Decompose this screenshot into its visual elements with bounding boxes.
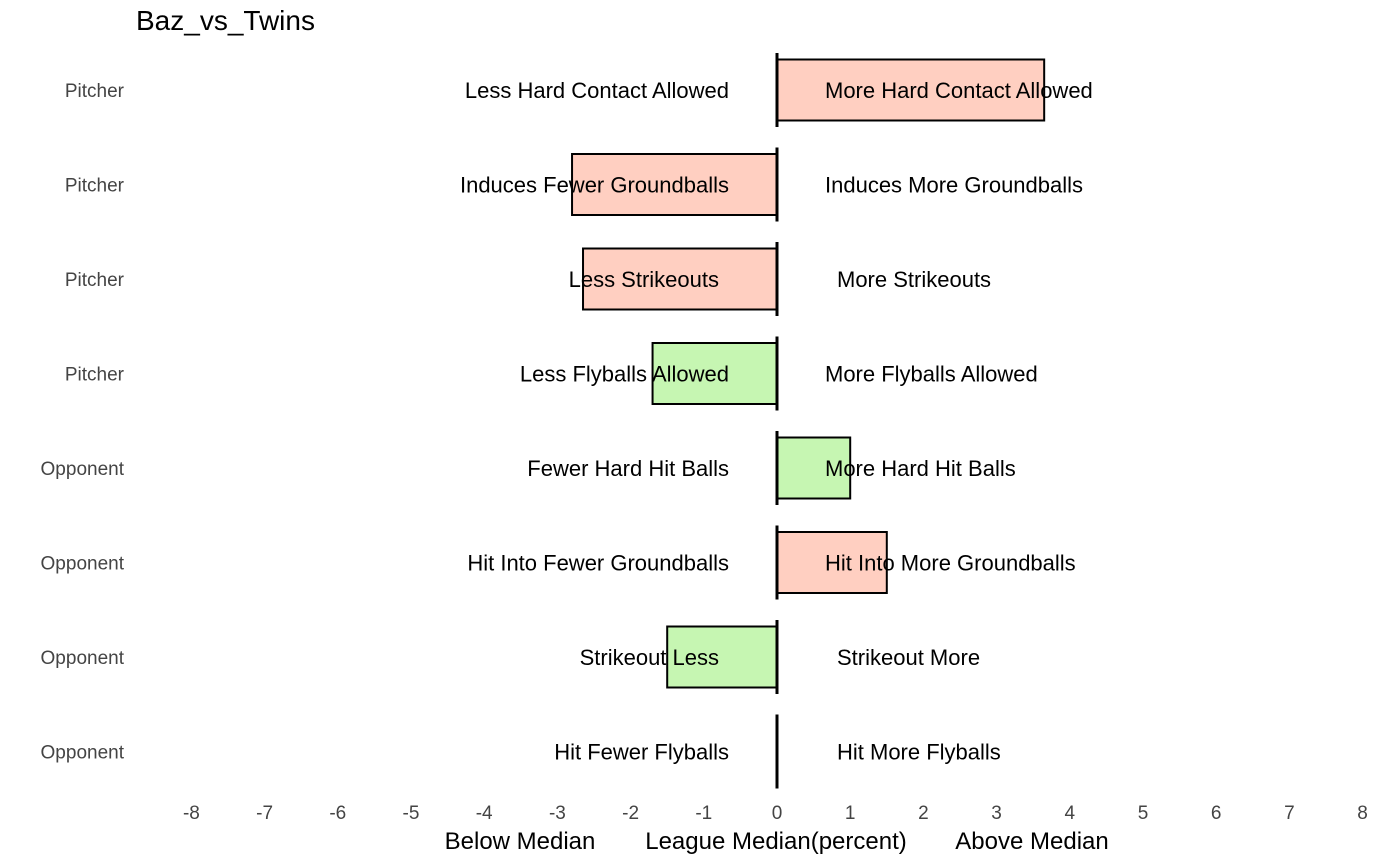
bar (776, 58, 1046, 122)
x-tick-label: 2 (918, 803, 929, 824)
bar (582, 247, 779, 311)
x-caption-league-median: League Median(percent) (645, 828, 907, 855)
above-median-label: Hit More Flyballs (837, 740, 1001, 765)
x-tick-label: -8 (183, 803, 200, 824)
below-median-label: Hit Into Fewer Groundballs (467, 551, 729, 576)
x-axis: -8 -7 -6 -5 -4 -3 -2 -1 0 1 2 3 4 5 6 7 8 (183, 803, 1368, 824)
below-median-label: Less Hard Contact Allowed (465, 78, 729, 103)
x-tick-label: 6 (1211, 803, 1222, 824)
x-tick-label: -1 (695, 803, 712, 824)
row-group-label: Pitcher (65, 81, 125, 102)
bar (651, 342, 778, 405)
above-median-label: More Hard Hit Balls (825, 456, 1016, 481)
x-tick-label: 8 (1357, 803, 1368, 824)
x-tick-label: -2 (622, 803, 639, 824)
row-group-label: Opponent (41, 648, 125, 669)
row-group-label: Opponent (41, 459, 125, 480)
below-median-label: Hit Fewer Flyballs (554, 740, 729, 765)
below-median-label: Less Strikeouts (569, 267, 719, 292)
chart-title: Baz_vs_Twins (136, 5, 315, 36)
x-tick-label: 3 (991, 803, 1002, 824)
x-caption-above-median: Above Median (955, 828, 1108, 855)
above-median-label: Hit Into More Groundballs (825, 551, 1076, 576)
row-group-label: Opponent (41, 554, 125, 575)
below-median-label: Less Flyballs Allowed (520, 362, 729, 387)
below-median-label: Induces Fewer Groundballs (460, 173, 729, 198)
x-tick-label: 5 (1138, 803, 1149, 824)
x-tick-label: -5 (403, 803, 420, 824)
x-tick-label: 1 (845, 803, 856, 824)
row-group-label: Pitcher (65, 270, 125, 291)
below-median-label: Strikeout Less (580, 645, 719, 670)
bar (666, 625, 779, 689)
row-group-label: Opponent (41, 743, 125, 764)
bar (571, 153, 778, 216)
x-tick-label: -7 (256, 803, 273, 824)
x-tick-label: -4 (476, 803, 493, 824)
x-tick-label: -3 (549, 803, 566, 824)
row-group-label: Pitcher (65, 176, 125, 197)
above-median-label: Strikeout More (837, 645, 980, 670)
below-median-label: Fewer Hard Hit Balls (527, 456, 729, 481)
bar (776, 531, 888, 594)
above-median-label: More Flyballs Allowed (825, 362, 1038, 387)
bars-layer (571, 53, 1046, 789)
x-caption-below-median: Below Median (445, 828, 596, 855)
x-tick-label: 0 (772, 803, 783, 824)
above-median-label: More Strikeouts (837, 267, 991, 292)
x-tick-label: -6 (329, 803, 346, 824)
x-tick-label: 4 (1065, 803, 1076, 824)
x-tick-label: 7 (1284, 803, 1295, 824)
above-median-label: More Hard Contact Allowed (825, 78, 1093, 103)
above-median-label: Induces More Groundballs (825, 173, 1083, 198)
row-group-label: Pitcher (65, 365, 125, 386)
